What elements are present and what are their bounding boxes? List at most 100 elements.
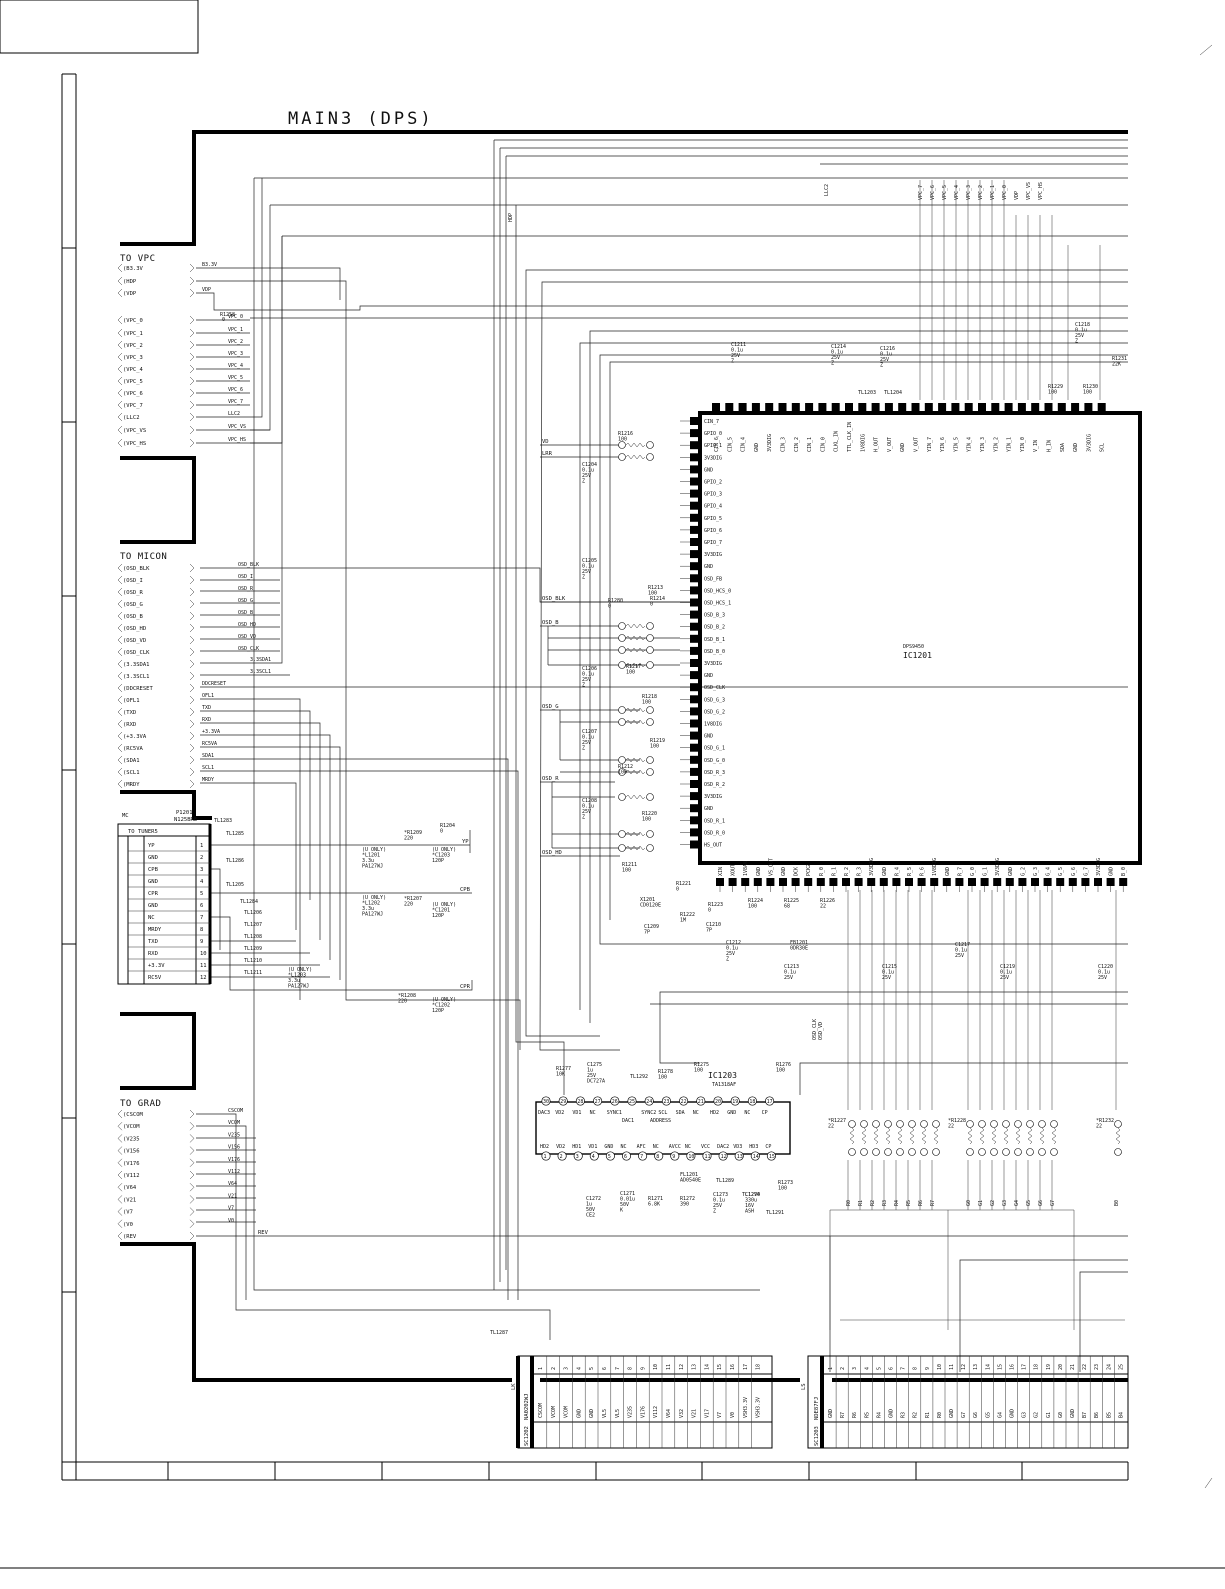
part-r1208-line-0: *R1208 — [398, 993, 416, 999]
part-c1205-line-1: 0.1u — [582, 564, 594, 570]
sc1202-pin-num-3: 4 — [576, 1367, 582, 1370]
micon-port-3: (OSD_G — [123, 602, 143, 608]
rarray-r-pin-a-1 — [860, 1120, 868, 1128]
sc1203-pin-name-10: GND — [949, 1409, 955, 1418]
micon-port-6-marker-end — [189, 635, 195, 645]
ic1203-top-pin-num-6: 24 — [646, 1099, 652, 1105]
micon-net-label-0: OSD_BLK — [238, 562, 259, 568]
ic1203-top-pin-circle-7 — [661, 1096, 671, 1106]
part-c1212-line-0: C1212 — [726, 940, 741, 946]
ic1201-left-pin-box-2 — [690, 441, 698, 450]
ic1201-top-pin-box-22 — [1004, 403, 1013, 411]
micon-port-8-marker-end — [189, 659, 195, 669]
ic1201-bottom-pin-6: DCK — [794, 867, 800, 876]
part-c1212-line-2: 25V — [726, 951, 735, 957]
ic1203-bottom-pin-1: VD2 — [556, 1144, 565, 1150]
tuner-pin-num-11: 12 — [200, 975, 207, 981]
part-l1203-line-2: 3.3u — [288, 978, 300, 984]
vpc-port-10-marker — [117, 400, 123, 410]
part-c1275-line-2: 25V — [587, 1073, 596, 1079]
ic1201-bottom-pin-16: R_6 — [920, 867, 926, 876]
vpc-port-12-marker — [117, 425, 123, 435]
ic1201-left-pin-27: OSD_G_1 — [704, 746, 725, 752]
part-fl1201-line-0: FL1201 — [680, 1172, 698, 1178]
rarray-r-res-4 — [897, 1127, 903, 1145]
part-tl1204-line-0: TL1204 — [884, 390, 902, 396]
vpc-port-8-marker-end — [189, 376, 195, 386]
part-c1206-line-1: 0.1u — [582, 672, 594, 678]
part-r1211-line-0: R1211 — [622, 862, 637, 868]
ic1203-top-pin-num-3: 27 — [595, 1099, 601, 1105]
ic1203-top-pin-num-4: 26 — [612, 1099, 618, 1105]
grad-net-label-0: CSCOM — [228, 1108, 243, 1114]
ic1201-top-pin-5: CIN_3 — [781, 437, 787, 452]
ic1201-bottom-pin-box-26 — [1043, 878, 1052, 886]
part-l1202-line-2: 3.3u — [362, 906, 374, 912]
ic1201-left-pin-34: OSD_R_0 — [704, 830, 725, 836]
tuner-pin-num-1: 2 — [200, 855, 203, 861]
g-bus-label-0: G0 — [966, 1200, 972, 1206]
micon-port-0: (OSD_BLK — [123, 566, 150, 572]
part-c1206-line-0: C1206 — [582, 666, 597, 672]
micon-port-17-marker — [117, 767, 123, 777]
sc1202-part: NA0202WJ — [524, 1394, 530, 1421]
part-c1205-line-0: C1205 — [582, 558, 597, 564]
rarray-r-res-7 — [933, 1127, 939, 1145]
vpc-port-13: (VPC_HS — [123, 441, 146, 447]
vpc-port-1-marker — [117, 276, 123, 286]
part-r1212-line-0: R1212 — [618, 764, 633, 770]
part-c1274-line-1: 330u — [745, 1198, 757, 1204]
ic1201-left-pin-20: 3V3DIG — [704, 661, 722, 667]
rarray-r-res-2 — [873, 1127, 879, 1145]
ic1201-left-pin-21: GND — [704, 673, 713, 679]
rarray-r-pin-b-1 — [860, 1148, 868, 1156]
ic1203-bottom-pin-num-13: 14 — [753, 1154, 759, 1160]
sheet-title: MAIN3 (DPS) — [288, 109, 434, 129]
ic1201-left-pin-15: OSD_HCS_1 — [704, 601, 731, 607]
tuner-pin-name-0: YP — [148, 843, 155, 849]
part-r1275-line-0: R1275 — [694, 1062, 709, 1068]
top-bus-label-9: VPC_VS — [1026, 182, 1032, 200]
micon-port-list: (OSD_BLK(OSD_I(OSD_R(OSD_G(OSD_B(OSD_HD(… — [117, 563, 195, 789]
micon-port-18-marker — [117, 779, 123, 789]
ic1201-bottom-pin-box-32 — [1119, 878, 1128, 886]
rarray-1217-3-b — [646, 661, 654, 669]
ic1201-left-pin-25: 1V8DIG — [704, 722, 722, 728]
ic1201-top-pin-11: 1V8DIG — [860, 434, 866, 452]
part-c1213-line-0: C1213 — [784, 964, 799, 970]
part-r1207-line-1: 220 — [404, 902, 413, 908]
part-r1228-line-1: 22 — [948, 1124, 954, 1130]
vpc-port-11-marker-end — [189, 412, 195, 422]
micon-port-14: (+3.3VA — [123, 734, 147, 740]
top-bus-label-1: VPC_6 — [930, 185, 936, 200]
part-r1272-line-0: R1272 — [680, 1196, 695, 1202]
part-tl1208: TL1208 — [244, 934, 262, 940]
ic1201-bottom-pin-10: R_2 — [844, 867, 850, 876]
ic1201-bottom-pin-box-19 — [955, 878, 964, 886]
ic1201-top-pin-box-9 — [831, 403, 840, 411]
tuner-pin-num-0: 1 — [200, 843, 203, 849]
part-c1203-line-0: (U ONLY) — [432, 847, 456, 853]
part-r1216-line-1: 100 — [618, 437, 627, 443]
part-tl1209-line-0: TL1209 — [244, 946, 262, 952]
part-tl1206-line-0: TL1206 — [244, 910, 262, 916]
ic1201-bottom-pin-box-31 — [1106, 878, 1115, 886]
part-tl1284: TL1284 — [240, 899, 258, 905]
grad-port-4: (V176 — [123, 1161, 140, 1167]
signal-vdp: VDP — [202, 287, 211, 293]
part-tl1290: TL1290 — [742, 1192, 760, 1198]
part-c1202-line-2: 120P — [432, 1008, 444, 1014]
sc1203-pin-name-17: G2 — [1034, 1412, 1040, 1418]
sc1202-pin-name-3: GND — [576, 1409, 582, 1418]
part-r1217-line-1: 100 — [626, 670, 635, 676]
part-r1230-line-1: 100 — [1083, 390, 1092, 396]
ic1201-bottom-pin-box-28 — [1068, 878, 1077, 886]
micon-port-10-marker-end — [189, 683, 195, 693]
rarray-r-pin-b-7 — [932, 1148, 940, 1156]
part-tl1207-line-0: TL1207 — [244, 922, 262, 928]
